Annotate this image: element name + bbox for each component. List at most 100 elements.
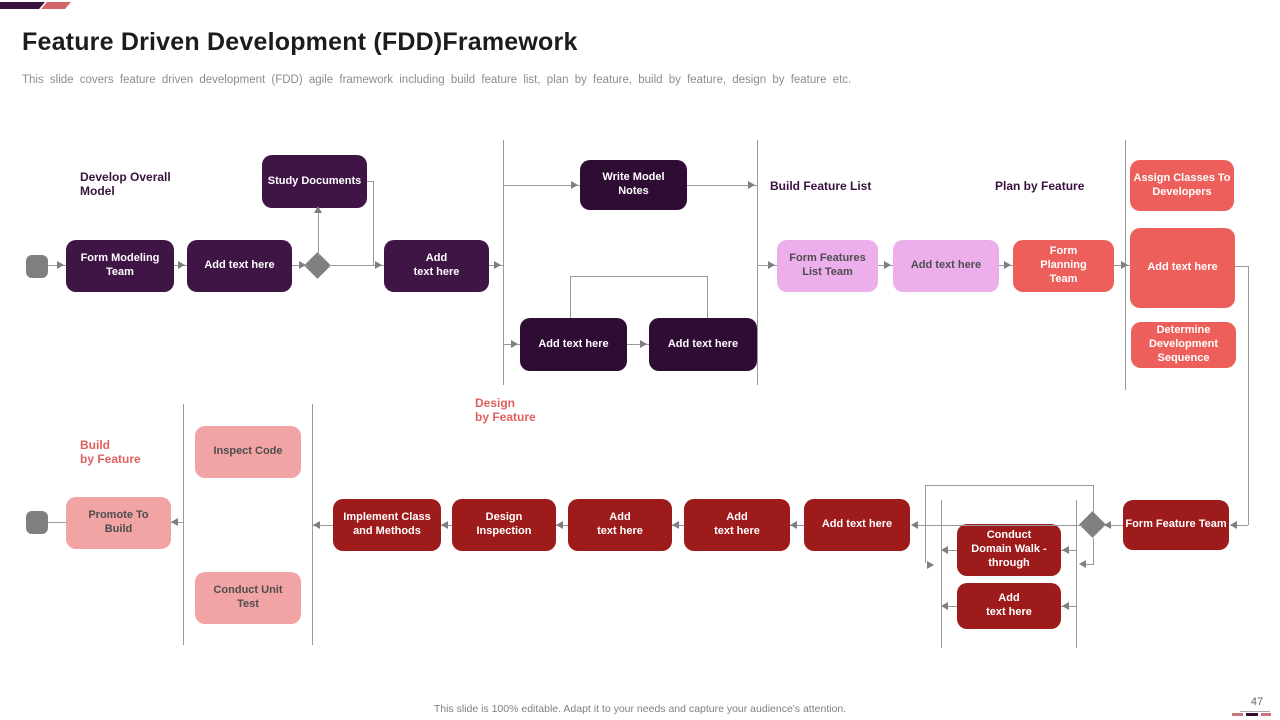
connector-line	[915, 525, 1083, 526]
decision-diamond	[304, 252, 331, 279]
node-label: Study Documents	[267, 174, 362, 187]
node-label: Inspect Code	[213, 445, 283, 458]
node-label: Conduct Unit Test	[213, 584, 283, 610]
page-title: Feature Driven Development (FDD)Framewor…	[22, 28, 578, 56]
page-number-dash	[1246, 713, 1258, 716]
label-build-feature-list: Build Feature List	[770, 179, 872, 193]
connector-line	[687, 185, 757, 186]
connector-line	[757, 265, 777, 266]
connector-line	[318, 212, 319, 256]
connector-line	[570, 276, 707, 277]
divider-line	[183, 404, 184, 645]
node-label: Promote To Build	[88, 509, 149, 535]
arrowhead	[1062, 546, 1069, 554]
arrowhead	[941, 546, 948, 554]
decision-diamond	[1079, 511, 1106, 538]
node-add-text: Add text here	[804, 499, 910, 551]
connector-line	[1085, 564, 1094, 565]
node-label: Add text here	[821, 518, 893, 531]
node-conduct-unit-test: Conduct Unit Test	[195, 572, 301, 624]
node-add-text: Add text here	[957, 583, 1061, 629]
node-label: Design Inspection	[476, 511, 532, 537]
connector-line	[925, 485, 926, 563]
page-number-dash	[1232, 713, 1243, 716]
arrowhead	[768, 261, 775, 269]
arrowhead	[1121, 261, 1128, 269]
node-add-text: Add text here	[893, 240, 999, 292]
connector-line	[1103, 525, 1123, 526]
node-add-text: Add text here	[520, 318, 627, 371]
node-add-text: Add text here	[684, 499, 790, 551]
connector-line	[328, 265, 384, 266]
page-subtitle: This slide covers feature driven develop…	[22, 74, 852, 86]
arrowhead	[941, 602, 948, 610]
connector-line	[1248, 266, 1249, 525]
connector-line	[925, 485, 1093, 486]
node-label: Add text here	[597, 511, 643, 537]
divider-line	[941, 500, 942, 648]
arrowhead	[375, 261, 382, 269]
connector-line	[1231, 525, 1248, 526]
connector-line	[1093, 485, 1094, 512]
arrowhead	[494, 261, 501, 269]
node-design-inspection: Design Inspection	[452, 499, 556, 551]
page-number: 47	[1250, 696, 1264, 708]
page-number-underline	[1240, 711, 1270, 712]
arrowhead	[1230, 521, 1237, 529]
node-form-planning-team: Form Planning Team	[1013, 240, 1114, 292]
divider-line	[1076, 500, 1077, 648]
node-write-model-notes: Write Model Notes	[580, 160, 687, 210]
node-conduct-domain-walkthrough: Conduct Domain Walk - through	[957, 524, 1061, 576]
node-assign-classes: Assign Classes To Developers	[1130, 160, 1234, 211]
connector-line	[570, 276, 571, 318]
node-label: Implement Class and Methods	[343, 511, 431, 537]
arrowhead	[171, 518, 178, 526]
node-add-text: Add text here	[649, 318, 757, 371]
divider-line	[312, 404, 313, 645]
node-add-text: Add text here	[1130, 228, 1235, 308]
arrowhead	[672, 521, 679, 529]
connector-line	[790, 525, 804, 526]
node-add-text: Add text here	[568, 499, 672, 551]
node-implement-class-methods: Implement Class and Methods	[333, 499, 441, 551]
arrowhead	[299, 261, 306, 269]
node-label: Add text here	[1147, 261, 1218, 274]
arrowhead	[748, 181, 755, 189]
arrowhead	[511, 340, 518, 348]
label-design-by-feature: Design by Feature	[475, 396, 536, 425]
node-form-features-list-team: Form Features List Team	[777, 240, 878, 292]
arrowhead	[790, 521, 797, 529]
node-study-documents: Study Documents	[262, 155, 367, 208]
node-label: Form Planning Team	[1040, 245, 1087, 285]
node-label: Determine Development Sequence	[1148, 324, 1219, 364]
node-label: Add text here	[204, 259, 275, 272]
arrowhead	[1104, 521, 1111, 529]
node-form-feature-team: Form Feature Team	[1123, 500, 1229, 550]
connector-line	[947, 606, 957, 607]
label-develop-overall-model: Develop Overall Model	[80, 170, 171, 199]
connector-line	[367, 181, 374, 182]
arrowhead	[1079, 560, 1086, 568]
connector-line	[373, 181, 374, 265]
connector-line	[312, 525, 333, 526]
node-add-text: Add text here	[384, 240, 489, 292]
label-build-by-feature: Build by Feature	[80, 438, 141, 467]
accent-bar-purple	[0, 2, 45, 9]
connector-line	[707, 276, 708, 318]
node-label: Add text here	[538, 337, 609, 350]
node-label: Form Features List Team	[789, 252, 866, 278]
node-label: Form Modeling Team	[80, 252, 160, 278]
node-inspect-code: Inspect Code	[195, 426, 301, 478]
connector-line	[627, 344, 649, 345]
arrowhead	[57, 261, 64, 269]
node-label: Assign Classes To Developers	[1133, 171, 1231, 198]
end-node	[26, 511, 48, 534]
node-determine-development-sequence: Determine Development Sequence	[1131, 322, 1236, 368]
node-label: Add text here	[413, 252, 460, 278]
page-number-dash	[1261, 713, 1271, 716]
arrowhead	[314, 206, 322, 213]
arrowhead	[884, 261, 891, 269]
footer-note: This slide is 100% editable. Adapt it to…	[433, 703, 847, 715]
arrowhead	[556, 521, 563, 529]
arrowhead	[571, 181, 578, 189]
